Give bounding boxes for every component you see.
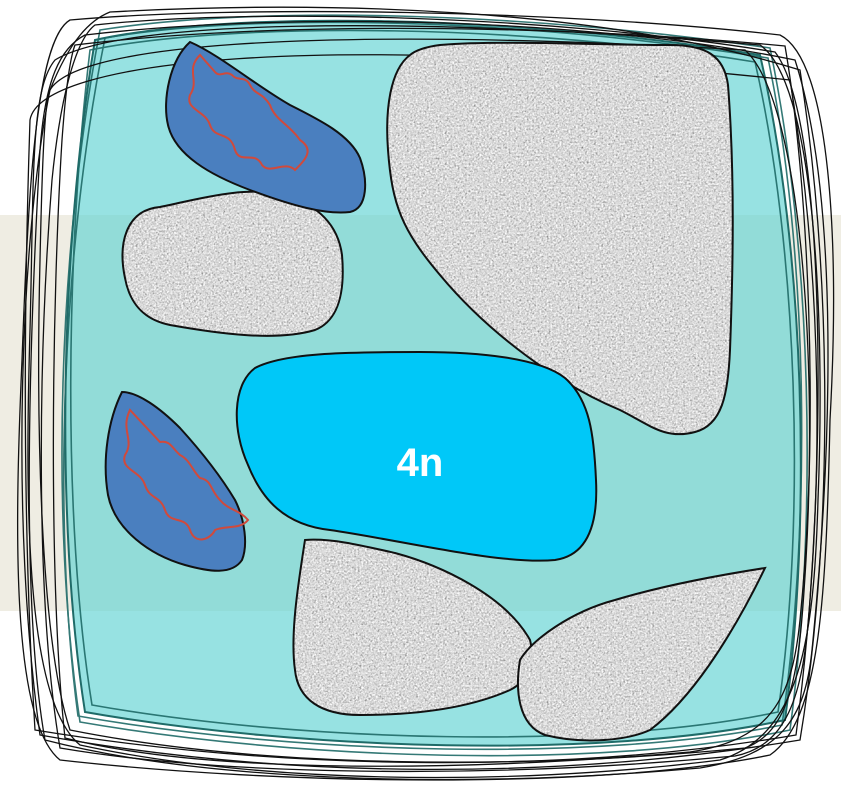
nucleus-label: 4n: [397, 441, 444, 485]
